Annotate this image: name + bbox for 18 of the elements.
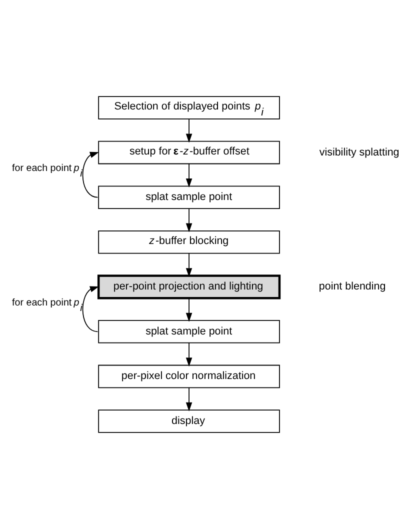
arrow: [186, 208, 192, 232]
node-box: splat sample point: [98, 320, 280, 344]
arrow: [82, 152, 99, 198]
node-box: splat sample point: [98, 186, 280, 209]
arrow: [186, 163, 192, 188]
arrow: [186, 298, 192, 322]
node-box: display: [98, 410, 280, 433]
node-box: per-pixel color normalization: [98, 364, 280, 388]
node-box: setup for ε-z-buffer offset: [98, 140, 280, 164]
label: point blending: [318, 280, 386, 293]
arrow: [82, 286, 99, 332]
node-box: per-point projection and lighting: [97, 274, 281, 300]
node-box: z-buffer blocking: [98, 230, 280, 254]
label: visibility splatting: [319, 146, 400, 158]
arrow: [186, 387, 192, 412]
arrow: [186, 252, 192, 278]
arrow: [186, 342, 192, 367]
arrow: [186, 118, 192, 143]
